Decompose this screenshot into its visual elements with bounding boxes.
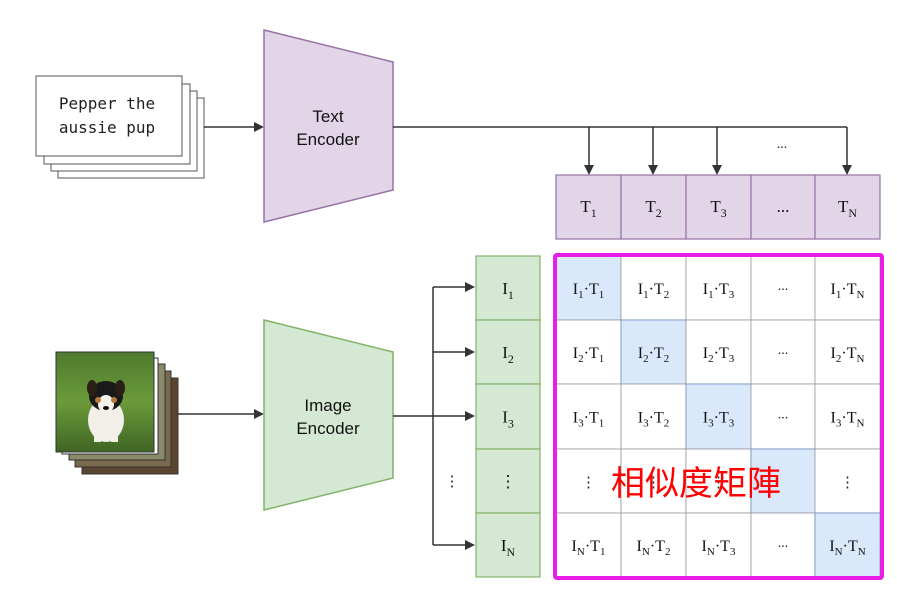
text-embedding-cell: ... (750, 174, 816, 240)
image-embedding-label: I2 (502, 343, 514, 366)
text-encoder-label-1: Text (312, 107, 343, 126)
text-encoder-label-2: Encoder (296, 130, 360, 149)
text-embedding-cell: T3 (685, 174, 752, 240)
image-embedding-label: ⋮ (500, 472, 517, 491)
matrix-cell-label: IN·TN (829, 538, 865, 558)
matrix-cell-ellipsis: ... (778, 408, 789, 423)
image-input-stack (55, 351, 179, 475)
text-arrows-ellipsis: ... (777, 137, 788, 152)
matrix-cell: I3·T1 (555, 383, 622, 450)
matrix-cell-label: I2·TN (831, 345, 865, 365)
matrix-cell: IN·T3 (685, 512, 752, 578)
matrix-cell-ellipsis: ⋮ (581, 475, 596, 491)
image-arrows-ellipsis: ⋮ (445, 474, 460, 490)
matrix-cell-label: I1·T3 (703, 281, 735, 301)
matrix-cell-label: I2·T1 (573, 345, 604, 365)
text-embedding-label: T1 (580, 197, 596, 220)
image-embedding-label: IN (501, 536, 516, 559)
matrix-cell-label: IN·T2 (637, 538, 671, 558)
matrix-cell-label: I2·T3 (703, 345, 735, 365)
matrix-cell: I3·T2 (620, 383, 687, 450)
text-embedding-label: T2 (645, 197, 661, 220)
matrix-cell: I2·T3 (685, 319, 752, 385)
matrix-cell-label: I3·T2 (638, 410, 669, 430)
text-embeddings-row: T1 T2 T3... TN (555, 174, 881, 240)
matrix-cell: ... (750, 255, 816, 321)
text-encoder: Text Encoder (263, 29, 394, 223)
text-embedding-label: T3 (710, 197, 726, 220)
matrix-cell-label: I2·T2 (638, 345, 669, 365)
matrix-cell-label: I1·T1 (573, 281, 604, 301)
matrix-cell: I2·T1 (555, 319, 622, 385)
matrix-cell: IN·T2 (620, 512, 687, 578)
matrix-cell-ellipsis: ... (778, 343, 789, 358)
image-encoder-label-1: Image (304, 396, 351, 415)
matrix-cell: I1·TN (814, 255, 881, 321)
similarity-matrix-label: 相似度矩陣 (611, 465, 781, 503)
text-embedding-label: ... (777, 197, 790, 216)
matrix-cell-label: I3·TN (831, 410, 865, 430)
matrix-cell: ... (750, 383, 816, 450)
matrix-cell (750, 448, 816, 514)
similarity-matrix: I1·T1 I1·T2 I1·T3... I1·TN I2·T1 I2·T2 I2·T3..… (555, 255, 881, 578)
image-embedding-arrows: ⋮ (393, 282, 475, 550)
matrix-cell-label: I1·T2 (638, 281, 669, 301)
image-embedding-label: I3 (502, 408, 514, 431)
image-encoder-label-2: Encoder (296, 419, 360, 438)
matrix-cell: ⋮ (620, 448, 687, 514)
matrix-cell: IN·T1 (555, 512, 622, 578)
matrix-cell-ellipsis: ⋮ (646, 475, 661, 491)
matrix-cell: I3·T3 (685, 383, 752, 450)
text-embedding-label: TN (838, 197, 857, 220)
matrix-cell: ... (750, 319, 816, 385)
matrix-cell-label: I1·TN (831, 281, 865, 301)
matrix-cell: I2·TN (814, 319, 881, 385)
matrix-cell: I3·TN (814, 383, 881, 450)
image-embedding-cell: IN (475, 512, 541, 578)
matrix-cell-label: I3·T3 (703, 410, 735, 430)
matrix-cell: ... (750, 512, 816, 578)
matrix-cell-label: IN·T1 (572, 538, 606, 558)
matrix-cell-ellipsis: ... (778, 536, 789, 551)
matrix-cell-label: I3·T1 (573, 410, 604, 430)
matrix-cell-label: IN·T3 (702, 538, 736, 558)
matrix-cell: I1·T2 (620, 255, 687, 321)
matrix-cell: I2·T2 (620, 319, 687, 385)
text-input-line-1: Pepper the (59, 94, 155, 113)
image-encoder: Image Encoder (263, 319, 394, 511)
matrix-highlight-border (553, 253, 884, 580)
image-embedding-cell: I3 (475, 383, 541, 450)
image-embedding-cell: I1 (475, 255, 541, 321)
matrix-cell: ⋮ (814, 448, 881, 514)
matrix-cell: ⋮ (555, 448, 622, 514)
matrix-cell-ellipsis: ... (778, 279, 789, 294)
image-embedding-label: I1 (502, 279, 514, 302)
matrix-cell-ellipsis: ⋮ (840, 475, 855, 491)
puppy-photo (55, 351, 155, 453)
matrix-cell: I1·T1 (555, 255, 622, 321)
text-embedding-cell: T1 (555, 174, 622, 240)
matrix-cell: I1·T3 (685, 255, 752, 321)
matrix-cell-ellipsis: ⋮ (711, 475, 726, 491)
text-input-line-2: aussie pup (59, 118, 155, 137)
text-input-stack: Pepper the aussie pup (35, 75, 205, 179)
image-embedding-cell: I2 (475, 319, 541, 385)
image-embedding-cell: ⋮ (475, 448, 541, 514)
text-embedding-cell: TN (814, 174, 881, 240)
matrix-cell: ⋮ (685, 448, 752, 514)
text-embedding-arrows: ... (393, 126, 852, 175)
matrix-cell: IN·TN (814, 512, 881, 578)
text-embedding-cell: T2 (620, 174, 687, 240)
